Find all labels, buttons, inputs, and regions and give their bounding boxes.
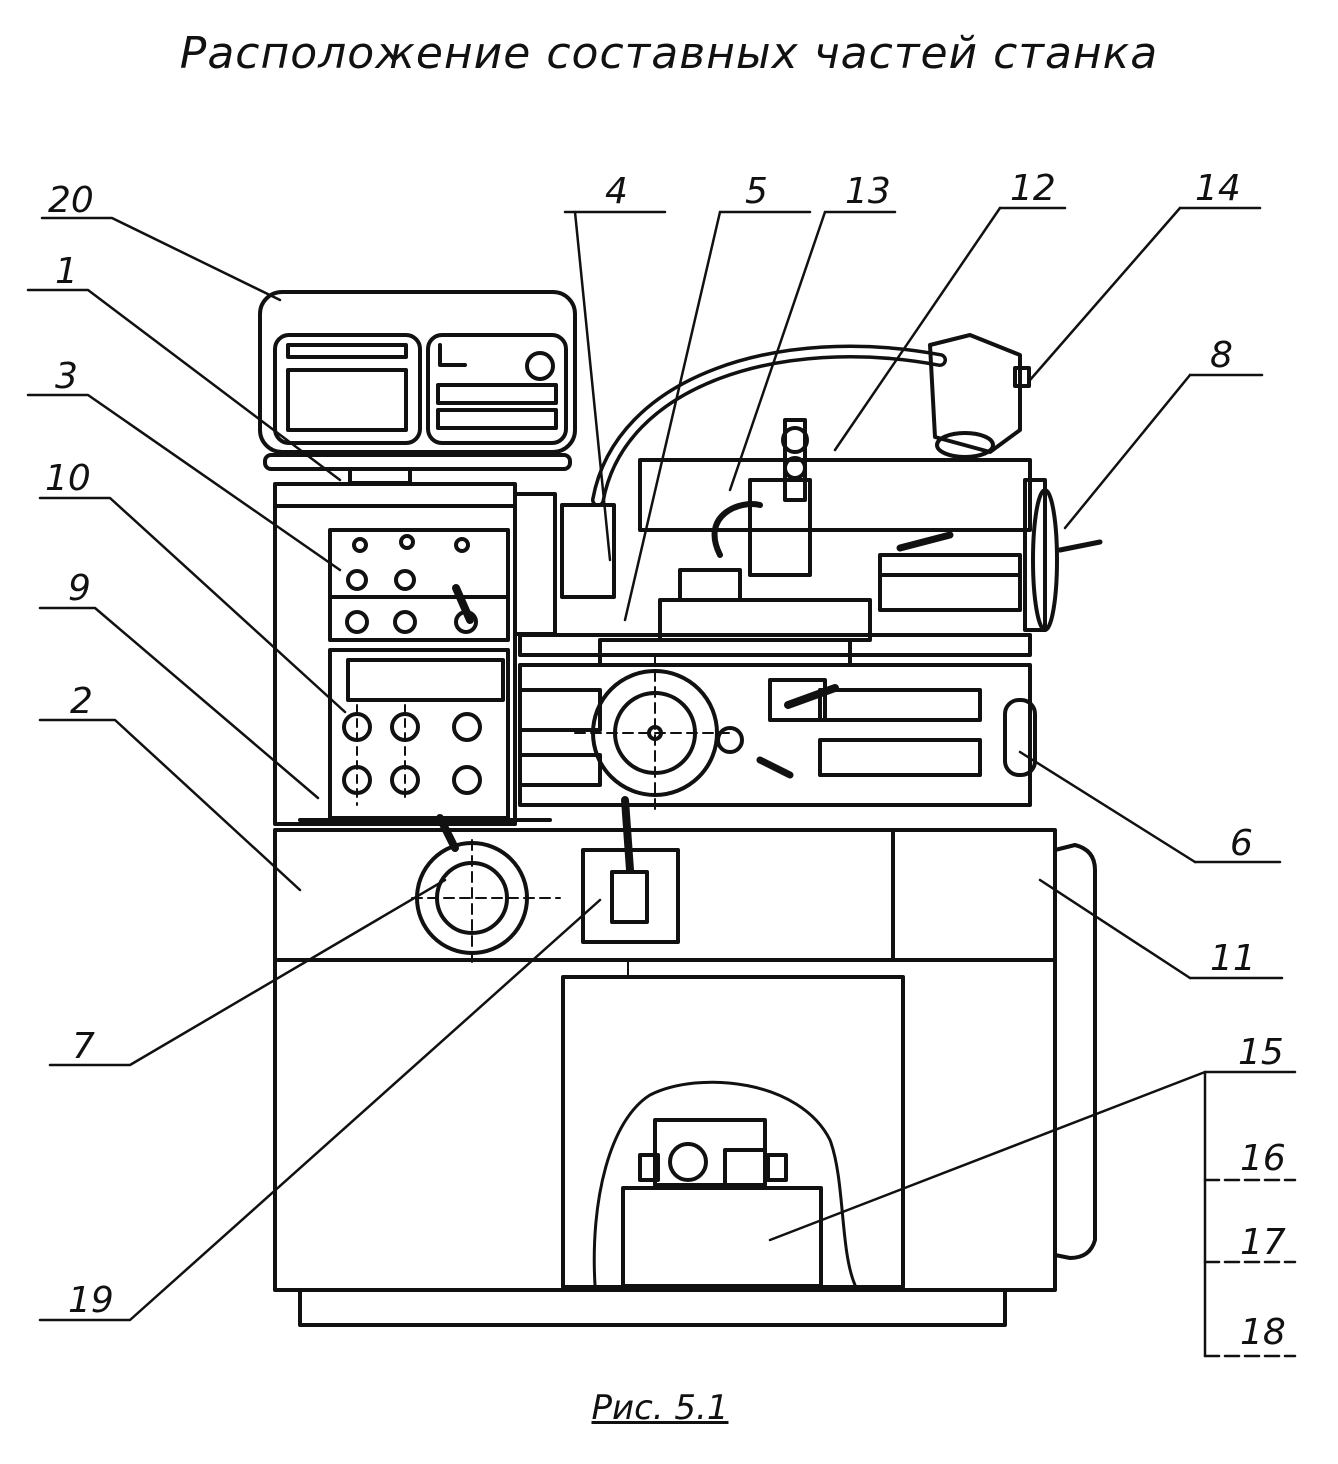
callout-9: 9: [68, 568, 91, 609]
callout-7: 7: [72, 1026, 95, 1067]
callout-4: 4: [605, 171, 628, 212]
leader-lines: [26, 206, 1297, 1358]
apron-handwheel: [574, 654, 794, 811]
control-cabinet: [258, 290, 577, 485]
callout-15: 15: [1238, 1032, 1284, 1073]
callout-10: 10: [45, 458, 91, 499]
callout-5: 5: [745, 171, 768, 212]
callout-8: 8: [1210, 335, 1233, 376]
callout-20: 20: [48, 180, 94, 221]
callout-6: 6: [1230, 823, 1253, 864]
callout-labels: 20 1 3 10 9 2 7 19 4 5 13 12 14 8 6 11 1…: [45, 168, 1286, 1353]
lathe-bed: [518, 418, 1103, 807]
callout-1: 1: [55, 251, 78, 292]
callout-19: 19: [68, 1280, 114, 1321]
figure-caption: Рис. 5.1: [591, 1388, 729, 1428]
callout-16: 16: [1240, 1138, 1286, 1179]
callout-12: 12: [1010, 168, 1056, 209]
callout-11: 11: [1210, 938, 1256, 979]
coolant-hose-and-lamp: [560, 333, 1031, 599]
callout-17: 17: [1240, 1222, 1286, 1263]
callout-13: 13: [845, 171, 891, 212]
callout-14: 14: [1195, 168, 1241, 209]
callout-18: 18: [1240, 1312, 1286, 1353]
cabinet-base: [273, 796, 1097, 1327]
callout-2: 2: [70, 681, 93, 722]
callout-3: 3: [55, 356, 78, 397]
diagram-title: Расположение составных частей станка: [179, 28, 1159, 79]
headstock: [273, 482, 557, 826]
